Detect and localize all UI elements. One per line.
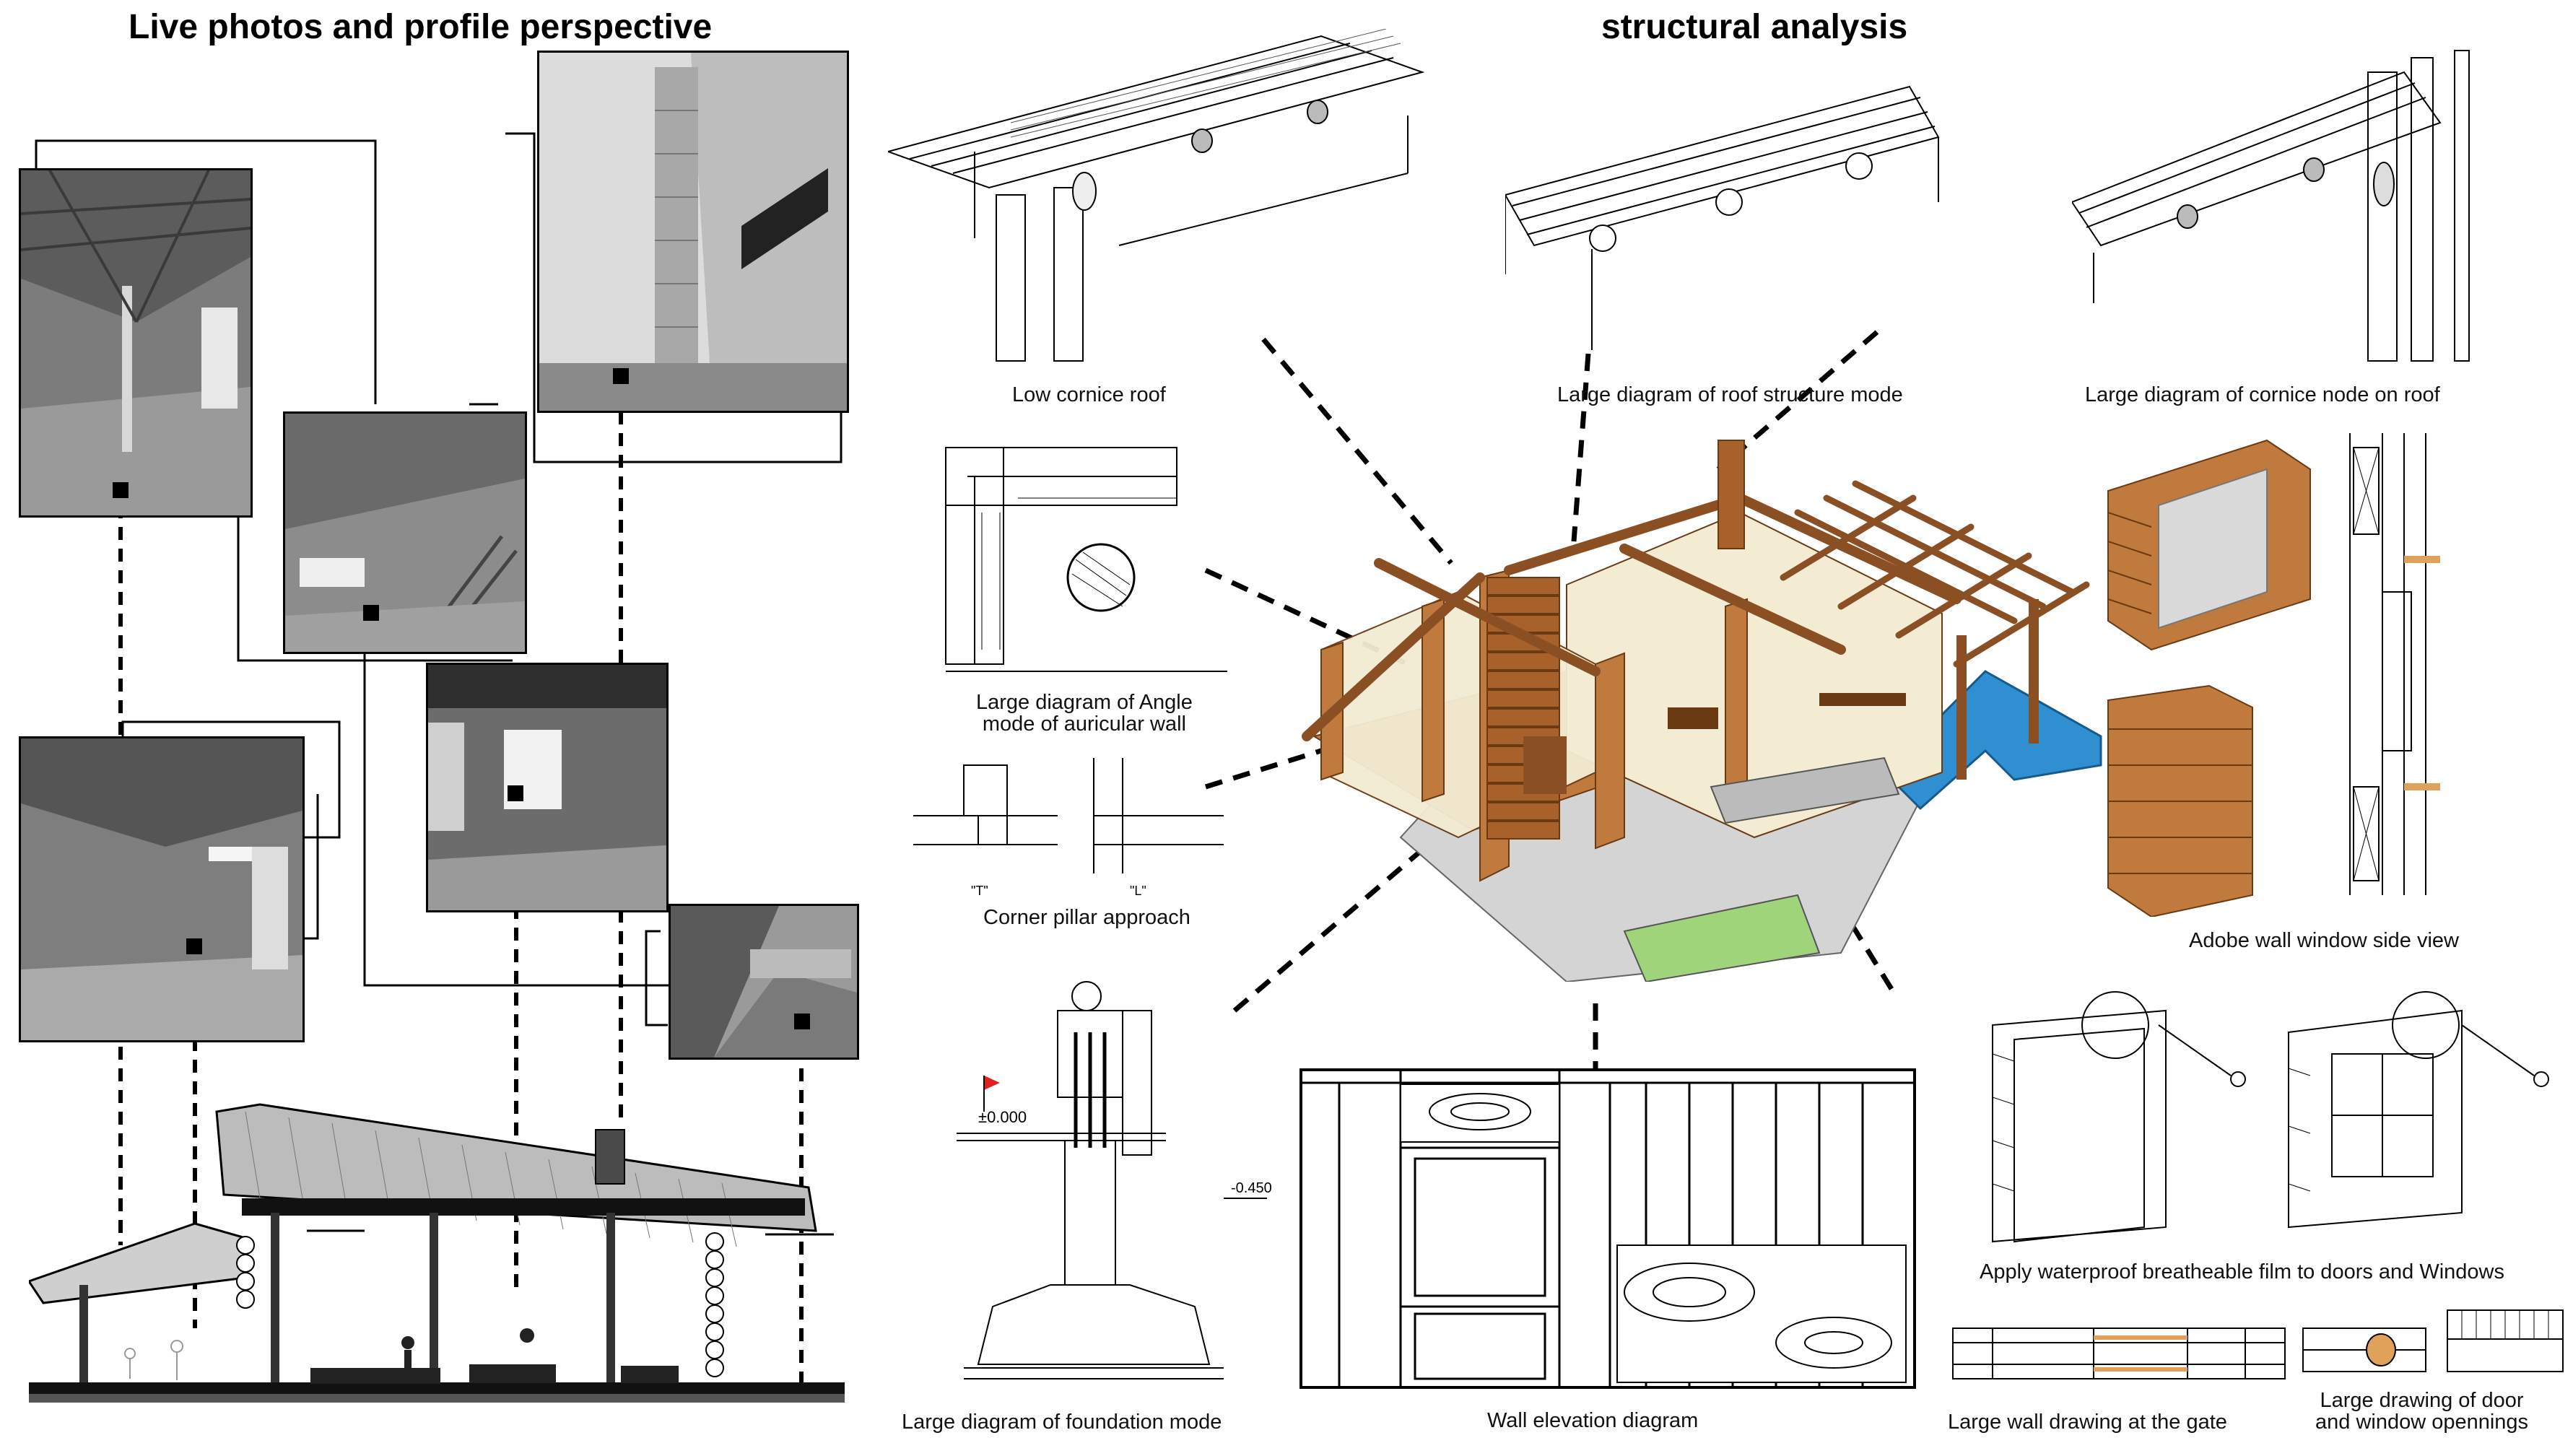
photo-interior-living-hall	[19, 168, 253, 518]
wall-at-gate-drawing	[1952, 1328, 2286, 1379]
caption-angle-mode-line1: Large diagram of Angle	[976, 691, 1193, 714]
building-section-perspective	[29, 1103, 845, 1403]
photo-marker-5	[186, 938, 202, 954]
photo-marker-2	[613, 368, 629, 384]
caption-angle-mode-line2: mode of auricular wall	[982, 712, 1186, 736]
caption-wall-elevation: Wall elevation diagram	[1487, 1409, 1699, 1432]
central-axonometric-model	[1302, 440, 2102, 982]
auricular-wall-angle-drawing	[945, 447, 1227, 672]
adobe-wall-window-drawings	[2107, 433, 2440, 917]
caption-door-window-line1: Large drawing of door	[2320, 1389, 2524, 1412]
caption-adobe-wall-window: Adobe wall window side view	[2189, 929, 2459, 952]
roof-structure-drawing	[1505, 85, 1940, 350]
log-wall-window-model-lower	[2107, 684, 2253, 917]
photo-marker-3	[363, 605, 379, 621]
photo-chimney-exterior	[537, 51, 849, 413]
photo-interior-window	[426, 663, 669, 912]
joint-label-t: "T"	[971, 884, 988, 898]
level-label-minus: -0.450	[1231, 1180, 1272, 1196]
cornice-node-drawing	[2072, 50, 2470, 362]
low-cornice-roof-drawing	[888, 29, 1425, 362]
joint-label-l: "L"	[1130, 884, 1146, 898]
caption-wall-at-gate: Large wall drawing at the gate	[1948, 1411, 2227, 1434]
caption-foundation-mode: Large diagram of foundation mode	[902, 1411, 1222, 1434]
foundation-mode-drawing: ±0.000 -0.450	[957, 981, 1272, 1379]
wall-elevation-drawing	[1299, 1068, 1916, 1389]
photo-marker-1	[113, 482, 129, 498]
photo-interior-stair	[283, 411, 527, 654]
corner-pillar-drawing: "T" "L"	[913, 758, 1224, 898]
log-wall-window-model-upper	[2107, 439, 2311, 651]
left-section-heading: Live photos and profile perspective	[129, 8, 713, 46]
caption-cornice-node: Large diagram of cornice node on roof	[2085, 383, 2440, 406]
caption-door-window-openings: Large drawing of door and window opennin…	[2315, 1390, 2528, 1434]
photo-marker-6	[794, 1013, 810, 1029]
photo-marker-4	[508, 785, 523, 801]
caption-waterproof-film: Apply waterproof breatheable film to doo…	[1980, 1260, 2504, 1283]
waterproof-film-drawings	[1992, 991, 2549, 1243]
caption-door-window-line2: and window opennings	[2315, 1411, 2529, 1434]
photo-exterior-ground	[669, 904, 859, 1060]
caption-angle-mode: Large diagram of Angle mode of auricular…	[976, 692, 1193, 736]
caption-roof-structure-mode: Large diagram of roof structure mode	[1557, 383, 1903, 406]
caption-low-cornice-roof: Low cornice roof	[1012, 383, 1166, 406]
caption-corner-pillar: Corner pillar approach	[983, 906, 1190, 929]
photo-interior-corridor	[19, 736, 305, 1042]
right-section-heading: structural analysis	[1601, 8, 1908, 46]
level-label-zero: ±0.000	[978, 1108, 1027, 1126]
door-window-openings-drawing	[2302, 1309, 2564, 1372]
